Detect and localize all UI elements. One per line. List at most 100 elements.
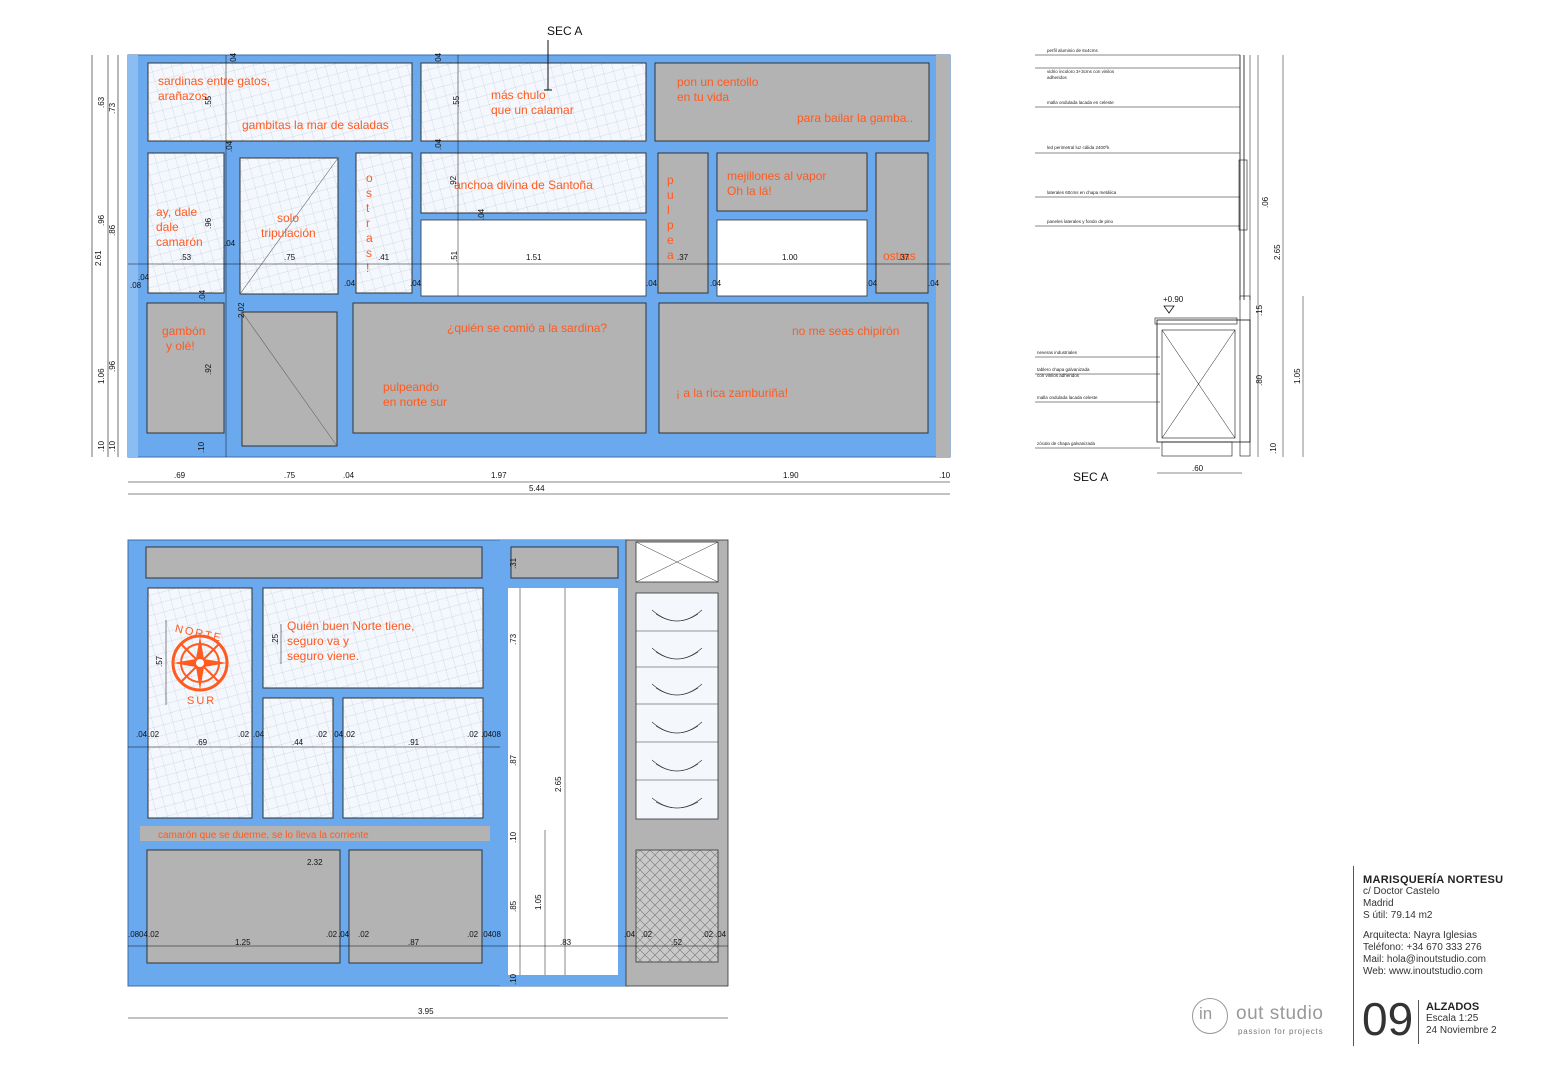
panel-glass-anchoa <box>420 152 647 214</box>
dim-label: .96 <box>204 217 213 229</box>
ostras-letter: t <box>366 201 370 215</box>
dim-label: 2.65 <box>554 776 563 792</box>
dim-label: .85 <box>509 900 518 912</box>
dim-label: .31 <box>509 557 518 569</box>
dim-label: .52 <box>671 938 683 947</box>
dim-label: .04 <box>136 730 148 739</box>
dim-label: .02 <box>238 730 250 739</box>
panel-grey-low-right <box>348 849 483 964</box>
note: adheridos <box>1047 75 1068 80</box>
logo-tagline: passion for projects <box>1238 1027 1324 1036</box>
dim-label: .69 <box>174 471 186 480</box>
dim-label: .87 <box>509 754 518 766</box>
upper-elevation: sardinas entre gatos, arañazos gambitas … <box>91 24 951 495</box>
note: neveras industriales <box>1037 350 1078 355</box>
text-dale-2: dale <box>156 220 179 234</box>
note: tablero chapa galvanizada <box>1037 367 1090 372</box>
dim-label: .10 <box>1269 442 1278 454</box>
dim-label: .04 <box>710 279 722 288</box>
logo-out: out studio <box>1236 1003 1324 1024</box>
dim-label: .04 <box>434 138 443 150</box>
note: perfil aluminio de 6x4cms <box>1047 48 1099 53</box>
level-label: +0.90 <box>1163 295 1184 304</box>
panel-glass-medium <box>342 697 484 819</box>
lower-top-right-panel <box>510 546 619 579</box>
dim-label: 04 <box>139 930 148 939</box>
dim-label: .04 <box>225 140 234 152</box>
pulpea-letter: a <box>667 248 674 262</box>
note: zócalo de chapa galvanizada <box>1037 441 1096 446</box>
pulpea-letter: p <box>667 218 674 232</box>
dim-label: .02 <box>344 730 356 739</box>
text-gambon-2: y olé! <box>166 339 195 353</box>
dim-label: .37 <box>898 253 910 262</box>
dim-label: .04 <box>229 52 238 64</box>
project-name: MARISQUERÍA NORTESU <box>1363 874 1504 886</box>
dim-label: .41 <box>378 253 390 262</box>
architect: Arquitecta: Nayra Iglesias <box>1363 930 1477 941</box>
text-gamba: para bailar la gamba.. <box>797 111 913 125</box>
dim-label: .75 <box>284 253 296 262</box>
dim-label: .25 <box>271 633 280 645</box>
text-solo-1: solo <box>277 211 299 225</box>
counter-body <box>1156 319 1251 443</box>
text-dale-1: ay, dale <box>156 205 197 219</box>
dim-label: 1.06 <box>97 368 106 384</box>
panel-grey-pulpea <box>657 152 709 294</box>
panel-grey-low-left <box>146 849 341 964</box>
dim-label: .37 <box>677 253 689 262</box>
sheet-date: 24 Noviembre 2 <box>1426 1025 1497 1036</box>
dim-label: .92 <box>204 363 213 375</box>
ostras-letter: r <box>366 216 370 230</box>
pulpea-letter: e <box>667 233 674 247</box>
sheet-scale: Escala 1:25 <box>1426 1013 1479 1024</box>
upper-left-strip <box>128 55 138 457</box>
dim-label: .44 <box>292 738 304 747</box>
dim-label: .91 <box>408 738 420 747</box>
phone: Teléfono: +34 670 333 276 <box>1363 942 1482 953</box>
panel-glass-small <box>262 697 334 819</box>
dim-label: .04 <box>138 273 150 282</box>
pulpea-letter: p <box>667 173 674 187</box>
dim-label: .04 <box>410 279 422 288</box>
note: malla ondulada lacada en celeste <box>1047 100 1114 105</box>
project-city: Madrid <box>1363 898 1394 909</box>
dim-label: .04 <box>332 730 344 739</box>
dim-label: .60 <box>1192 464 1204 473</box>
ostras-letter: a <box>366 231 373 245</box>
panel-grey-ostras <box>875 152 929 294</box>
door-swing-low <box>241 311 338 447</box>
text-mejillones-1: mejillones al vapor <box>727 169 826 183</box>
dim-label: .96 <box>97 214 106 226</box>
dim-label: .10 <box>108 440 117 452</box>
level-triangle-icon <box>1163 305 1175 314</box>
text-zamburina: ¡ a la rica zamburiña! <box>676 386 788 400</box>
dims-inner-vertical: .55 .04 .04 .04 .96 .04 .92 .10 2.02 .04… <box>197 52 486 453</box>
counter-plinth <box>1161 441 1233 457</box>
dim-label: .04 <box>198 289 207 301</box>
quote-1: Quién buen Norte tiene, <box>287 619 414 633</box>
counter-cross <box>1161 329 1236 439</box>
dim-232: 2.32 <box>307 858 323 867</box>
dim-label: .02 <box>702 930 714 939</box>
band-text: camarón que se duerme, se lo lleva la co… <box>158 830 369 841</box>
dim-label: .02 <box>326 930 338 939</box>
lower-divider-2 <box>618 540 628 986</box>
text-chulo-2: que un calamar <box>491 103 574 117</box>
dim-label: .83 <box>560 938 572 947</box>
dim-label: .04 <box>224 239 236 248</box>
dim-label: .02 <box>641 930 653 939</box>
cabinet-glass <box>635 592 719 820</box>
opening-center <box>420 219 647 297</box>
upper-right-strip <box>936 55 950 457</box>
dim-label: .15 <box>1255 304 1264 316</box>
dim-label: 1.97 <box>491 471 507 480</box>
text-centollo-1: pon un centollo <box>677 75 759 89</box>
panel-glass-chulo <box>420 62 647 142</box>
text-pulpea-vertical: p u l p e a <box>667 173 674 262</box>
panel-glass-ostras <box>355 152 413 294</box>
dim-label: .04 <box>434 52 443 64</box>
text-mejillones-2: Oh la lá! <box>727 184 772 198</box>
dim-label: .55 <box>204 95 213 107</box>
section-title: SEC A <box>1073 470 1108 484</box>
